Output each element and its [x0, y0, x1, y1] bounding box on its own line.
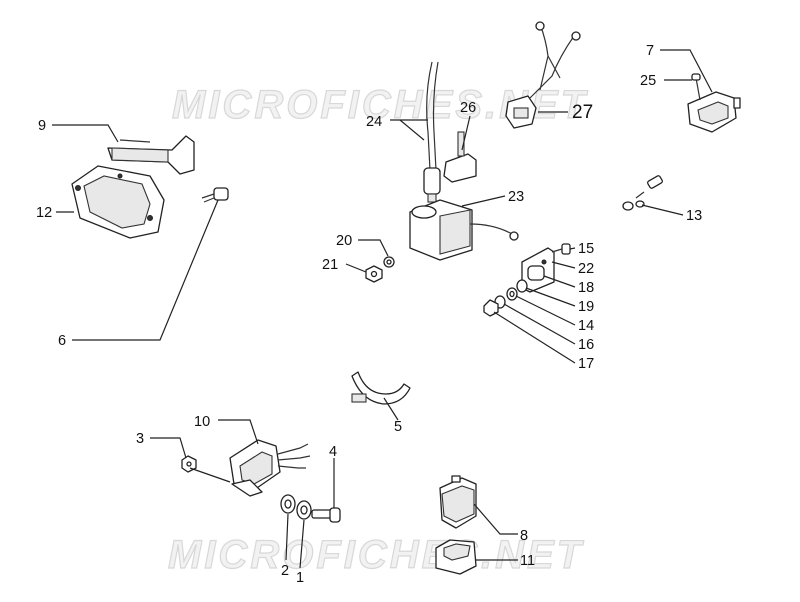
callout-18: 18 — [578, 280, 594, 296]
part-4-bolt — [311, 507, 341, 523]
part-12-cover — [71, 165, 165, 239]
watermarks: MICROFICHES.NET MICROFICHES.NET — [167, 82, 586, 577]
part-7-switch — [687, 91, 741, 133]
callout-20: 20 — [336, 233, 352, 249]
callout-3: 3 — [136, 431, 144, 447]
leader-lines — [52, 49, 713, 569]
part-11-holder — [435, 539, 477, 575]
callout-19: 19 — [578, 299, 594, 315]
callout-13: 13 — [686, 208, 702, 224]
callout-2: 2 — [281, 563, 289, 579]
callout-10: 10 — [194, 414, 210, 430]
part-18-spacer — [527, 265, 545, 281]
callout-11: 11 — [520, 553, 535, 569]
part-24-lead — [423, 61, 441, 203]
part-23-coil — [409, 199, 519, 261]
callout-labels: 9 12 6 7 25 24 26 27 23 20 21 13 15 22 1… — [36, 43, 702, 586]
part-14-washer — [506, 287, 518, 301]
callout-14: 14 — [578, 318, 594, 334]
callout-7: 7 — [646, 43, 654, 59]
callout-24: 24 — [366, 114, 382, 130]
callout-26: 26 — [460, 100, 476, 116]
part-27-connector — [505, 21, 581, 129]
part-5-clip — [351, 371, 411, 405]
part-20-washer — [383, 256, 395, 268]
callout-21: 21 — [322, 257, 338, 273]
callout-16: 16 — [578, 337, 594, 353]
callout-25: 25 — [640, 73, 656, 89]
callout-12: 12 — [36, 205, 52, 221]
part-9-bracket — [107, 135, 195, 175]
callout-6: 6 — [58, 333, 66, 349]
callout-23: 23 — [508, 189, 524, 205]
callout-22: 22 — [578, 261, 594, 277]
callout-5: 5 — [394, 419, 402, 435]
part-8-relay — [439, 475, 477, 529]
part-15-screw — [551, 243, 571, 255]
part-13-screw — [622, 175, 663, 211]
part-6-bolt — [201, 187, 229, 203]
part-26-cap — [443, 131, 477, 183]
part-2-washer — [280, 494, 296, 514]
watermark-bottom: MICROFICHES.NET — [168, 533, 585, 577]
callout-17: 17 — [578, 356, 594, 372]
callout-15: 15 — [578, 241, 594, 257]
callout-4: 4 — [329, 444, 337, 460]
part-21-nut — [365, 265, 383, 283]
callout-9: 9 — [38, 118, 46, 134]
callout-27: 27 — [572, 102, 593, 123]
part-25-screw — [691, 73, 701, 101]
callout-1: 1 — [296, 570, 304, 586]
part-19-washer — [516, 279, 528, 293]
part-1-washer — [296, 500, 312, 520]
callout-8: 8 — [520, 528, 528, 544]
part-3-nut — [181, 455, 197, 473]
part-10-regulator — [229, 439, 311, 497]
